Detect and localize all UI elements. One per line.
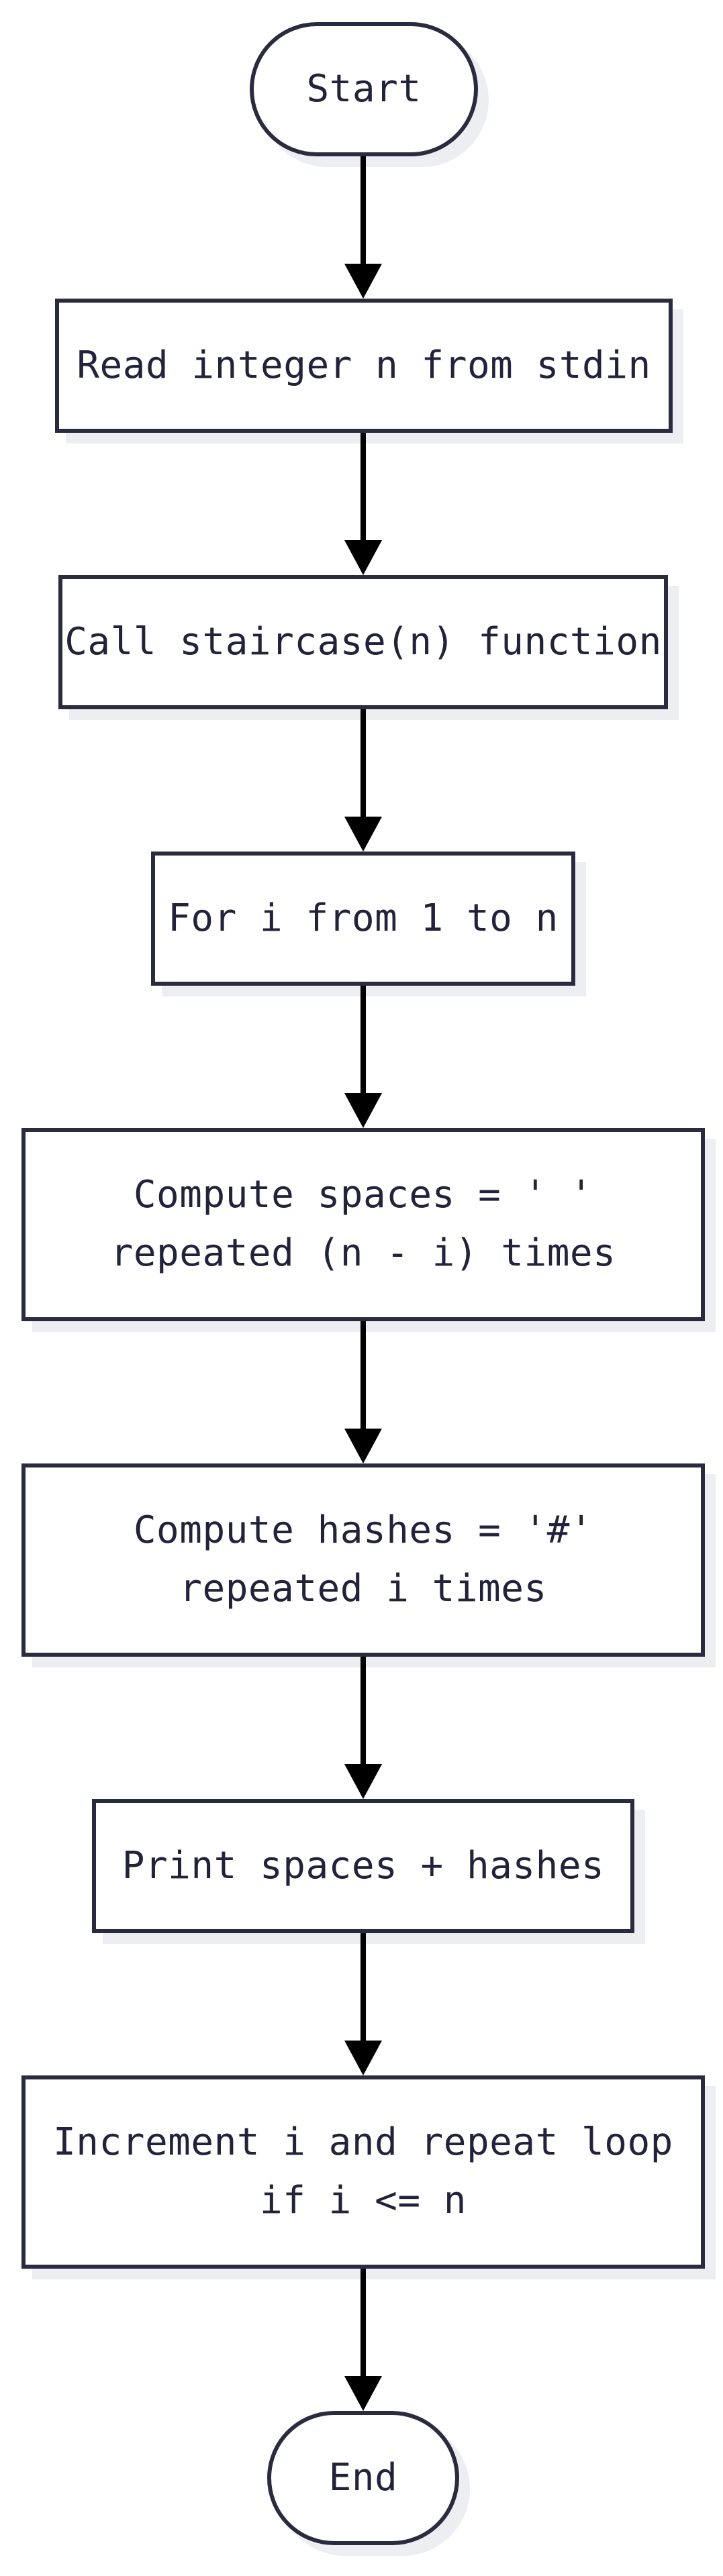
end-node: End	[267, 2411, 459, 2545]
arrowhead-icon	[344, 2376, 382, 2411]
read-input-node: Read integer n from stdin	[55, 299, 673, 433]
loop-node: For i from 1 to n	[151, 852, 575, 986]
connector-line	[360, 986, 366, 1094]
arrowhead-icon	[344, 1764, 382, 1799]
call-function-node: Call staircase(n) function	[58, 575, 668, 709]
arrowhead-icon	[344, 540, 382, 575]
arrowhead-icon	[344, 1429, 382, 1463]
increment-node: Increment i and repeat loop if i <= n	[21, 2075, 705, 2269]
connector-line	[360, 1933, 366, 2042]
compute-spaces-node: Compute spaces = ' ' repeated (n - i) ti…	[21, 1128, 705, 1321]
arrowhead-icon	[344, 1093, 382, 1128]
connector-line	[360, 1657, 366, 1765]
connector-line	[360, 1321, 366, 1430]
connector-line	[360, 433, 366, 542]
compute-hashes-node: Compute hashes = '#' repeated i times	[21, 1463, 705, 1657]
arrowhead-icon	[344, 817, 382, 852]
connector-line	[360, 2269, 366, 2377]
start-node: Start	[250, 22, 478, 156]
connector-line	[360, 709, 366, 818]
print-node: Print spaces + hashes	[92, 1799, 634, 1933]
arrowhead-icon	[344, 2041, 382, 2075]
arrowhead-icon	[344, 264, 382, 299]
connector-line	[360, 156, 366, 265]
